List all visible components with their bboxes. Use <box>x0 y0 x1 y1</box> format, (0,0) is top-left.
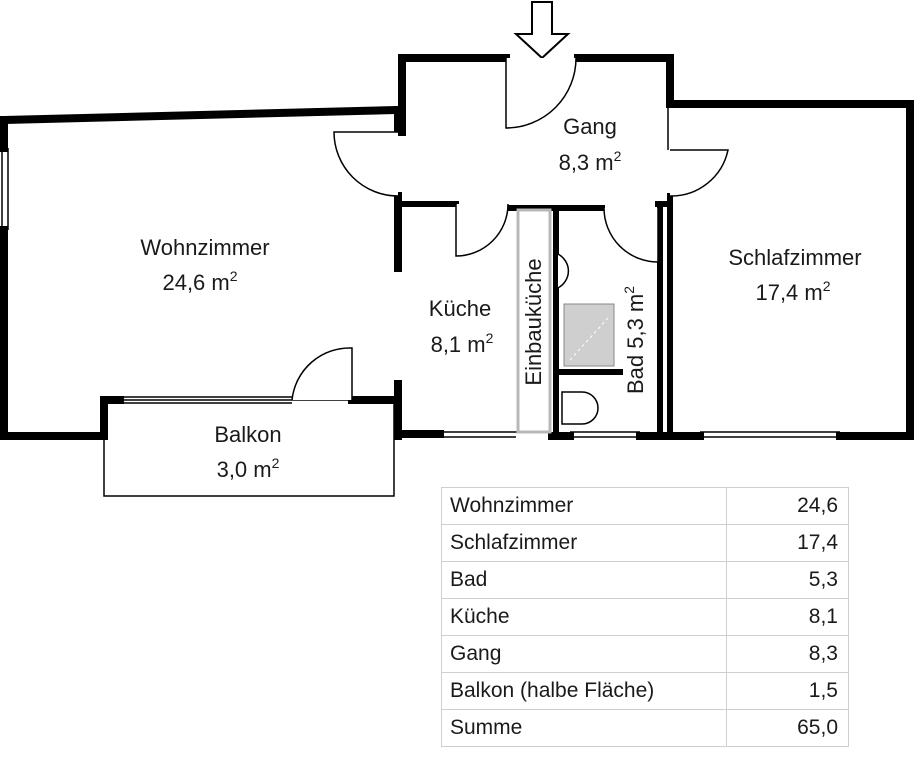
room-area-gang: 8,3 m2 <box>559 148 622 175</box>
room-label-kueche: Küche <box>429 296 491 321</box>
table-cell-room: Schlafzimmer <box>441 524 727 562</box>
table-cell-area: 5,3 <box>726 561 849 599</box>
schlafzimmer-door <box>669 149 729 197</box>
balkon-outline <box>103 399 395 497</box>
room-area-schlafzimmer: 17,4 m2 <box>755 278 830 305</box>
inner-walls <box>399 104 673 439</box>
room-label-balkon: Balkon <box>214 422 281 447</box>
bathroom-fixtures <box>557 253 615 425</box>
bad-door <box>603 207 659 263</box>
table-cell-area: 8,3 <box>726 635 849 673</box>
entrance-arrow <box>513 1 571 60</box>
shower-icon <box>563 303 615 367</box>
balkon-door <box>291 347 353 401</box>
table-cell-area: 8,1 <box>726 598 849 636</box>
wohnzimmer-door <box>333 131 399 197</box>
table-cell-room: Wohnzimmer <box>441 487 727 525</box>
table-row: Balkon (halbe Fläche)1,5 <box>441 672 849 710</box>
doors <box>291 57 729 401</box>
room-label-wohnzimmer: Wohnzimmer <box>140 235 269 260</box>
table-cell-area: 24,6 <box>726 487 849 525</box>
table-cell-room: Gang <box>441 635 727 673</box>
room-label-schlafzimmer: Schlafzimmer <box>728 245 861 270</box>
einbaukueche-counter <box>516 208 552 434</box>
table-cell-room: Küche <box>441 598 727 636</box>
room-area-wohnzimmer: 24,6 m2 <box>162 268 237 295</box>
table-cell-area: 17,4 <box>726 524 849 562</box>
table-cell-area: 65,0 <box>726 709 849 747</box>
room-area-kueche: 8,1 m2 <box>431 330 494 357</box>
table-cell-room: Summe <box>441 709 727 747</box>
table-cell-room: Bad <box>441 561 727 599</box>
room-area-balkon: 3,0 m2 <box>217 455 280 482</box>
room-label-gang: Gang <box>563 114 617 139</box>
entrance-door <box>505 57 577 129</box>
toilet-icon <box>561 391 599 425</box>
room-label-einbaukueche: Einbauküche <box>521 258 546 385</box>
sink-icon <box>557 253 570 289</box>
table-cell-room: Balkon (halbe Fläche) <box>441 672 727 710</box>
table-cell-area: 1,5 <box>726 672 849 710</box>
room-label-bad: Bad 5,3 m2 <box>621 286 648 394</box>
kueche-door <box>455 203 509 257</box>
